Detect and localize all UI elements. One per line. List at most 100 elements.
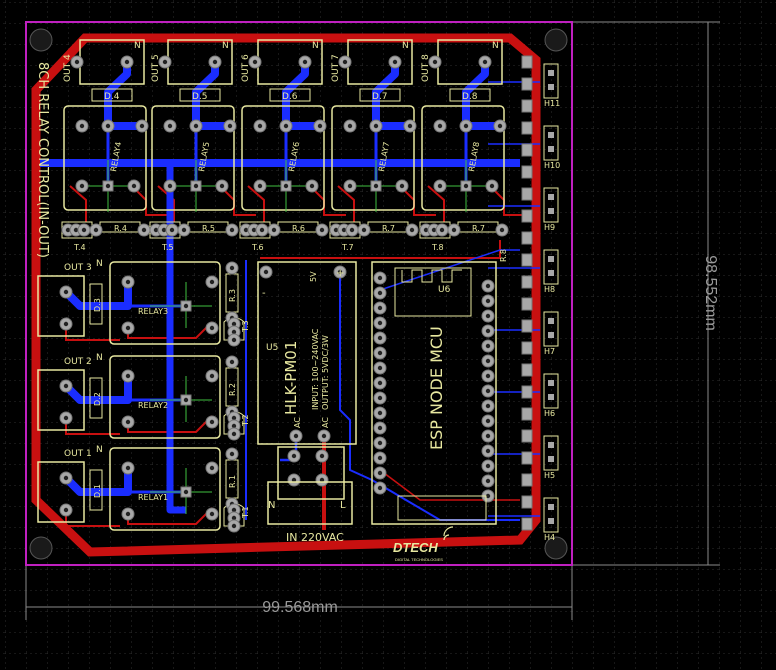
power-trace-left <box>63 282 132 310</box>
power-module-designator: U5 <box>266 343 278 353</box>
pad-hole <box>229 227 235 233</box>
brand-name: DTECH <box>393 540 438 555</box>
resistor-label: R.5 <box>202 224 215 233</box>
pad-hole <box>485 283 491 289</box>
pad-hole <box>63 415 69 421</box>
pad-hole <box>392 59 398 65</box>
pad-hole <box>251 227 257 233</box>
pad-hole <box>485 478 491 484</box>
header-outline <box>543 63 559 99</box>
relay-body-top <box>421 105 505 211</box>
pad-hole <box>193 123 199 129</box>
pad-hole <box>497 123 503 129</box>
transistor-label: T.4 <box>73 243 86 252</box>
pad-hole <box>293 433 299 439</box>
power-trace-left <box>63 376 132 404</box>
pad-hole <box>209 465 215 471</box>
pad-hole <box>463 183 469 189</box>
pad-hole <box>451 227 457 233</box>
pad-hole <box>485 328 491 334</box>
power-module-minus: - <box>262 288 266 299</box>
power-module-5v: 5V <box>309 271 318 282</box>
pad-hole <box>485 373 491 379</box>
pad-hole <box>485 448 491 454</box>
connector-pin <box>521 121 533 135</box>
header-label: H7 <box>544 347 555 356</box>
pad-hole <box>105 123 111 129</box>
terminal-block-left <box>37 369 85 431</box>
power-module-name: HLK-PM01 <box>282 341 300 415</box>
power-trace-top <box>282 60 320 130</box>
pad-hole <box>291 477 297 483</box>
power-trace-top <box>192 60 230 130</box>
mcu-name: ESP NODE MCU <box>427 326 446 450</box>
transistor-outline <box>61 221 93 239</box>
mains-n-label: N <box>268 500 275 511</box>
mains-l-label: L <box>340 500 346 511</box>
transistor-label: T.7 <box>341 243 354 252</box>
red-trace-top <box>69 185 87 222</box>
connector-pin <box>521 187 533 201</box>
pad-hole <box>349 227 355 233</box>
connector-pin <box>521 99 533 113</box>
connector-pin <box>521 407 533 421</box>
pad-hole <box>377 305 383 311</box>
pad-hole <box>139 123 145 129</box>
mcu-r8-label: R.8 <box>499 249 508 262</box>
pad-hole <box>399 183 405 189</box>
supply-rail-trace <box>260 240 501 259</box>
pad-hole <box>125 373 131 379</box>
diode-label: D.6 <box>282 92 298 102</box>
pad-hole <box>231 415 237 421</box>
terminal-label-left: OUT 1 <box>64 449 92 459</box>
pad-hole <box>231 337 237 343</box>
resistor-label: R.6 <box>292 224 305 233</box>
connector-pin <box>521 451 533 465</box>
pad-hole <box>193 183 199 189</box>
header-label: H6 <box>544 409 555 418</box>
resistor-label: R.2 <box>228 383 237 396</box>
esp-node-mcu: U6 ESP NODE MCU R.8 <box>371 249 508 525</box>
transistor-label: T.5 <box>161 243 174 252</box>
pad-hole <box>437 183 443 189</box>
pad-hole <box>407 123 413 129</box>
terminal-label-left: OUT 2 <box>64 357 92 367</box>
pad-hole <box>377 380 383 386</box>
pad-hole <box>377 320 383 326</box>
terminal-label-top: OUT 5 <box>151 54 161 82</box>
pad-hole <box>229 451 235 457</box>
mains-input: N L IN 220VAC <box>267 481 353 544</box>
header-pin <box>548 256 554 262</box>
connector-pin <box>521 165 533 179</box>
diode-outline <box>91 88 133 102</box>
pad-hole <box>125 465 131 471</box>
connector-pin <box>521 55 533 69</box>
red-trace-top <box>247 185 265 222</box>
power-trace-top <box>372 60 410 130</box>
relay-label-left: RELAY1 <box>138 493 168 502</box>
pad-hole <box>212 59 218 65</box>
pad-hole <box>361 227 367 233</box>
width-dimension-label: 99.568mm <box>262 599 338 616</box>
pad-hole <box>432 59 438 65</box>
terminal-n-label: N <box>222 41 229 51</box>
pad-hole <box>209 325 215 331</box>
pad-hole <box>183 303 189 309</box>
relay-label-left: RELAY2 <box>138 401 168 410</box>
header-pin <box>548 270 554 276</box>
pad-hole <box>125 419 131 425</box>
power-trace-top <box>462 60 500 130</box>
pad-hole <box>485 313 491 319</box>
pad-hole <box>347 183 353 189</box>
diode-label: D.1 <box>93 484 102 498</box>
pad-hole <box>153 227 159 233</box>
pad-hole <box>63 475 69 481</box>
header-label: H11 <box>544 99 560 108</box>
pad-hole <box>79 123 85 129</box>
diode-outline <box>89 377 103 419</box>
header-pin <box>548 504 554 510</box>
pad-hole <box>485 358 491 364</box>
pad-hole <box>489 183 495 189</box>
resistor-label: R.7 <box>382 224 395 233</box>
terminal-n-label: N <box>312 41 319 51</box>
